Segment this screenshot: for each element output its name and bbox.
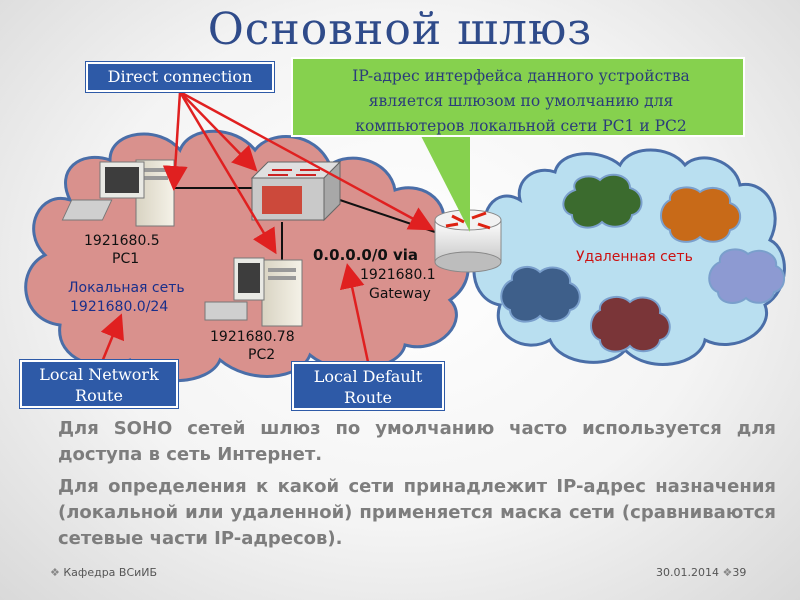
pc2-name: PC2 xyxy=(248,347,276,363)
footer-date: 30.01.2014 xyxy=(656,566,719,579)
direct-connection-label: Direct connection xyxy=(86,62,274,92)
local-default-route-label: Local Default Route xyxy=(292,362,444,410)
gateway-route: 0.0.0.0/0 via xyxy=(313,246,419,264)
pc1-name: PC1 xyxy=(112,251,140,267)
footer-bullet-icon-2: ❖ xyxy=(722,566,733,579)
callout-line1: IP-адрес интерфейса данного устройства xyxy=(352,67,690,85)
subnet-cloud-lavender xyxy=(708,248,785,304)
subnet-cloud-blue xyxy=(500,265,581,323)
footer-dept-text: Кафедра ВСиИБ xyxy=(63,566,158,579)
subnet-cloud-maroon xyxy=(590,295,671,353)
pc1-ip: 1921680.5 xyxy=(84,233,160,249)
footer-bullet-icon: ❖ xyxy=(50,566,64,579)
callout-line2: является шлюзом по умолчанию для xyxy=(368,92,674,110)
router-icon xyxy=(434,209,502,273)
pc1-icon xyxy=(61,159,175,227)
page-title: Основной шлюз xyxy=(207,4,593,55)
pc2-ip: 1921680.78 xyxy=(210,329,295,345)
switch-icon xyxy=(250,160,342,222)
paragraph-1: Для SOHO сетей шлюз по умолчанию часто и… xyxy=(58,418,776,465)
callout-line3: компьютеров локальной сети PC1 и PC2 xyxy=(355,117,687,135)
local-network-route-label: Local Network Route xyxy=(20,360,178,408)
footer-department: ❖ Кафедра ВСиИБ xyxy=(50,566,157,579)
remote-network-name: Удаленная сеть xyxy=(576,249,693,265)
default-route-line1: Local Default xyxy=(313,367,423,386)
default-route-line2: Route xyxy=(344,388,392,407)
local-route-line1: Local Network xyxy=(39,365,159,384)
local-network-address: 1921680.0/24 xyxy=(70,299,169,315)
gateway-label: Gateway xyxy=(369,286,431,302)
remote-subnet-clouds xyxy=(500,173,785,353)
callout-bubble xyxy=(291,57,745,232)
callout-text: IP-адрес интерфейса данного устройства я… xyxy=(300,64,742,139)
local-route-line2: Route xyxy=(75,386,123,405)
red-arrows xyxy=(100,90,435,363)
footer-page-number: 39 xyxy=(732,566,747,579)
footer-date-page: 30.01.2014 ❖39 xyxy=(656,566,746,579)
pc2-icon xyxy=(204,257,303,327)
paragraph-2: Для определения к какой сети принадлежит… xyxy=(58,476,776,549)
gateway-ip: 1921680.1 xyxy=(360,267,436,283)
pc2-label: 1921680.78 PC2 xyxy=(210,328,295,364)
pc1-label: 1921680.5 PC1 xyxy=(84,232,160,268)
local-network-name: Локальная сеть xyxy=(68,280,185,296)
subnet-cloud-green xyxy=(562,173,643,229)
subnet-cloud-orange xyxy=(660,186,742,243)
